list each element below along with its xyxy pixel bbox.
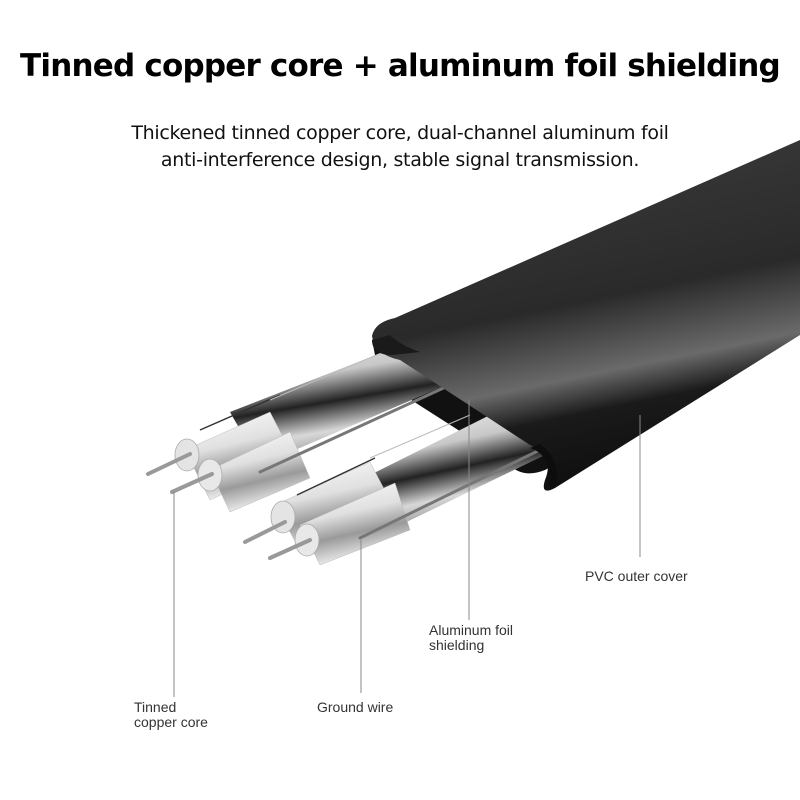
lower-ground-wire [358, 443, 552, 540]
upper-core-1 [146, 452, 192, 476]
label-foil-line-2: shielding [429, 637, 485, 653]
label-tinned-copper-core: Tinned copper core [134, 700, 208, 730]
leader-lines [173, 400, 641, 697]
upper-foil-edge [269, 344, 401, 401]
page-title: Tinned copper core + aluminum foil shiel… [20, 48, 781, 84]
upper-core-2 [170, 472, 214, 494]
label-aluminum-foil-shielding: Aluminum foil shielding [429, 623, 513, 653]
upper-ground-wire [258, 383, 452, 474]
lower-core-2 [268, 538, 312, 560]
label-core-line-1: Tinned [134, 699, 177, 715]
label-pvc-outer-cover: PVC outer cover [585, 569, 688, 584]
subtitle: Thickened tinned copper core, dual-chann… [0, 120, 800, 174]
lower-top-drain [296, 457, 376, 496]
pvc-outer-jacket [372, 140, 800, 491]
label-ground-wire: Ground wire [317, 700, 393, 715]
subtitle-line-1: Thickened tinned copper core, dual-chann… [131, 122, 669, 144]
subtitle-line-2: anti-interference design, stable signal … [160, 149, 640, 171]
label-ground-line-1: Ground wire [317, 699, 394, 715]
lower-core-1 [243, 520, 287, 544]
lower-foil-edge [369, 414, 471, 459]
lower-foil-band [370, 405, 545, 530]
label-core-line-2: copper core [134, 714, 208, 730]
lower-conductor-pair [243, 405, 552, 566]
upper-top-drain [199, 394, 281, 431]
label-pvc-line-1: PVC outer cover [585, 568, 688, 584]
label-foil-line-1: Aluminum foil [429, 622, 514, 638]
